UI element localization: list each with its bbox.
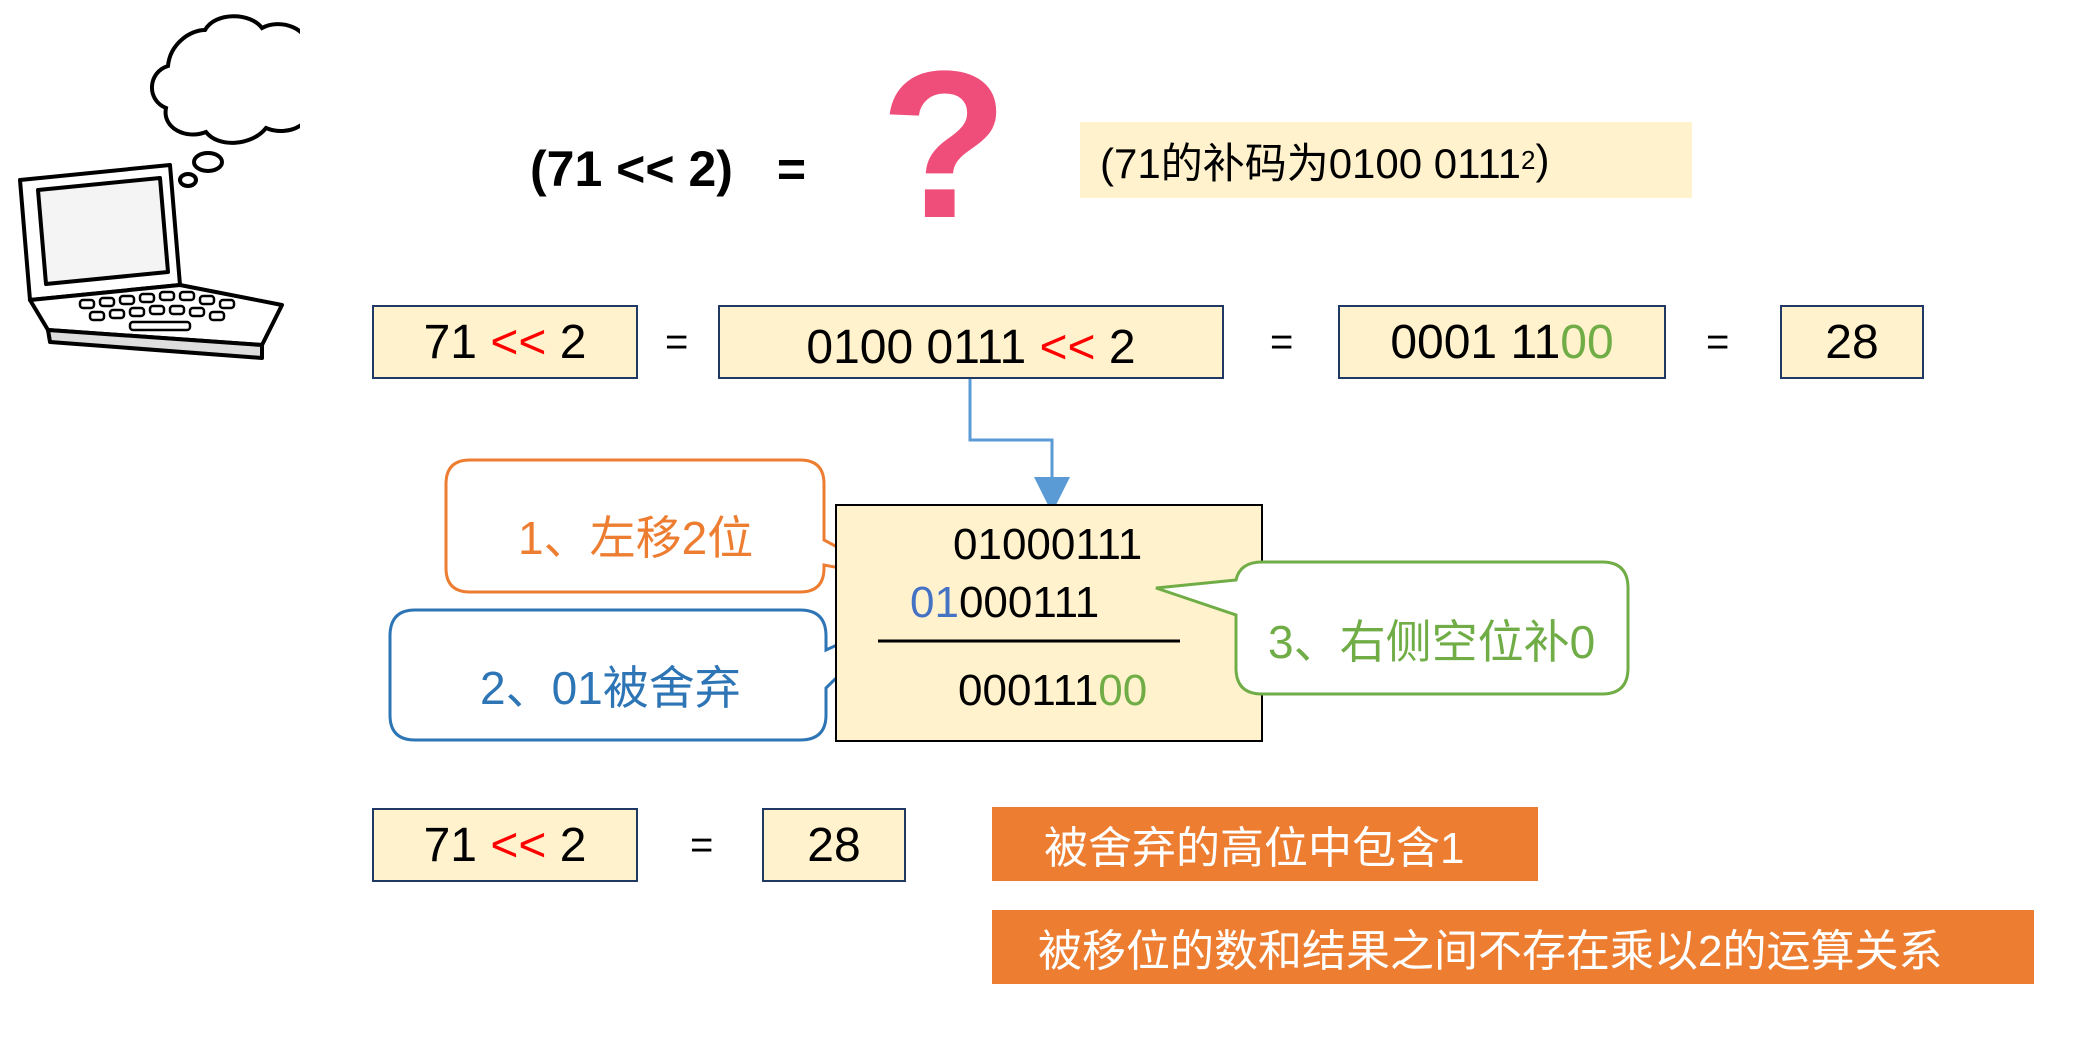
question-expression: (71 << 2) = — [530, 140, 806, 198]
callout-step1-text: 1、左移2位 — [518, 512, 754, 564]
shift-operator: << — [1039, 320, 1096, 374]
kept-bits: 000111 — [958, 666, 1099, 715]
shift-operator: << — [490, 818, 547, 872]
discarded-bits: 01 — [910, 578, 959, 627]
result-number: 28 — [807, 818, 861, 872]
row2-equals: = — [690, 823, 714, 867]
kept-bits: 0001 11 — [1390, 315, 1561, 369]
calc-result-bits: 00011100 — [958, 666, 1147, 716]
shift-amount: 2 — [1108, 320, 1136, 374]
shift-operator: << — [490, 315, 547, 369]
callout-step2-text: 2、01被舍弃 — [480, 662, 741, 714]
shift-amount: 2 — [559, 818, 587, 872]
result-number: 28 — [1825, 315, 1879, 369]
row1-expression-box: 71 << 2 — [372, 305, 638, 379]
conclusion-no-multiply: 被移位的数和结果之间不存在乘以2的运算关系 — [992, 910, 2034, 984]
shift-amount: 2 — [559, 315, 587, 369]
question-mark-icon: ? — [880, 27, 1009, 262]
down-arrow-connector — [968, 379, 1070, 513]
row2-expression-box: 71 << 2 — [372, 808, 638, 882]
row1-equals-2: = — [1270, 320, 1294, 364]
filled-zero-bits: 00 — [1098, 666, 1148, 715]
row2-result-box: 28 — [762, 808, 906, 882]
conclusion-discarded-bits: 被舍弃的高位中包含1 — [992, 807, 1538, 881]
thought-cloud-icon — [150, 14, 300, 188]
expression-text: (71 << 2) — [530, 141, 733, 197]
filled-zero-bits: 00 — [1560, 315, 1614, 369]
callout-step3-text: 3、右侧空位补0 — [1268, 616, 1596, 668]
calc-original-bits: 01000111 — [953, 520, 1143, 569]
callout-step1-bubble — [444, 458, 896, 594]
equals-sign: = — [776, 141, 807, 197]
remaining-bits: 000111 — [958, 578, 1100, 627]
calc-shifted-bits: 01000111 — [910, 578, 1099, 628]
operand-number: 71 — [423, 818, 477, 872]
row1-equals-3: = — [1706, 320, 1730, 364]
callout-step3-bubble — [1155, 560, 1630, 696]
binary-bits: 0100 0111 — [806, 320, 1027, 374]
complement-note-text: (71的补码为0100 0111 — [1100, 139, 1522, 187]
callout-step2-bubble — [388, 608, 900, 742]
row1-binary-shift-box: 0100 0111 << 2 — [718, 305, 1224, 379]
complement-note-suffix: ) — [1535, 136, 1550, 183]
row1-result-decimal-box: 28 — [1780, 305, 1924, 379]
complement-note-subscript: 2 — [1521, 144, 1536, 175]
laptop-icon — [18, 163, 284, 360]
row1-equals-1: = — [665, 320, 689, 364]
laptop-thinking-illustration — [18, 14, 300, 360]
operand-number: 71 — [423, 315, 477, 369]
calculation-panel-bg — [835, 504, 1263, 742]
